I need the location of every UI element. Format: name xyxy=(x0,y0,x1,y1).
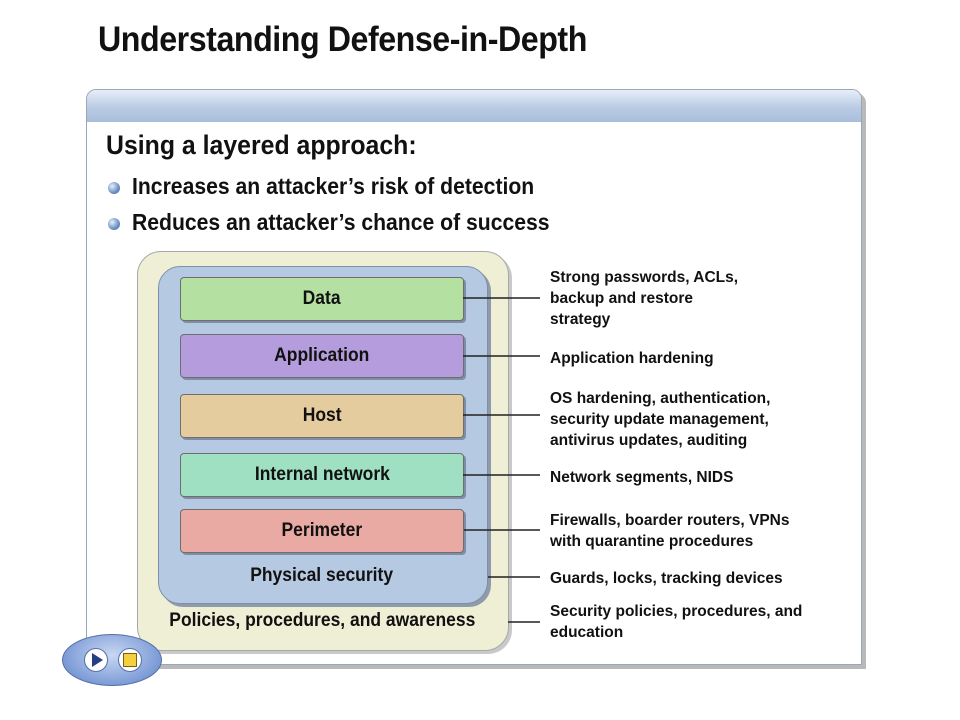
panel-header-bar xyxy=(87,90,861,122)
layer-application: Application xyxy=(180,334,464,378)
slide-subtitle: Using a layered approach: xyxy=(106,130,417,160)
bullet-icon xyxy=(108,218,120,230)
description-application: Application hardening xyxy=(550,350,714,367)
layer-internal-network: Internal network xyxy=(180,453,464,497)
description-physical-security: Guards, locks, tracking devices xyxy=(550,570,783,587)
layer-host: Host xyxy=(180,394,464,438)
layer-perimeter: Perimeter xyxy=(180,509,464,553)
description-perimeter: Firewalls, boarder routers, VPNs with qu… xyxy=(550,512,790,550)
bullet-text: Increases an attacker’s risk of detectio… xyxy=(132,173,535,199)
description-internal-network: Network segments, NIDS xyxy=(550,469,734,486)
bullet-icon xyxy=(108,182,120,194)
description-data: Strong passwords, ACLs, backup and resto… xyxy=(550,269,739,328)
play-button[interactable] xyxy=(84,648,108,672)
slide-navigation xyxy=(62,634,162,686)
play-icon xyxy=(92,653,103,667)
stop-icon xyxy=(123,653,137,667)
layer-data: Data xyxy=(180,277,464,321)
stop-button[interactable] xyxy=(118,648,142,672)
physical-security-label: Physical security xyxy=(250,565,394,586)
description-host: OS hardening, authentication, security u… xyxy=(550,390,771,449)
slide-title: Understanding Defense-in-Depth xyxy=(98,20,587,59)
description-policies: Security policies, procedures, and educa… xyxy=(550,603,803,641)
bullet-text: Reduces an attacker’s chance of success xyxy=(132,209,550,235)
policies-label: Policies, procedures, and awareness xyxy=(168,610,476,631)
